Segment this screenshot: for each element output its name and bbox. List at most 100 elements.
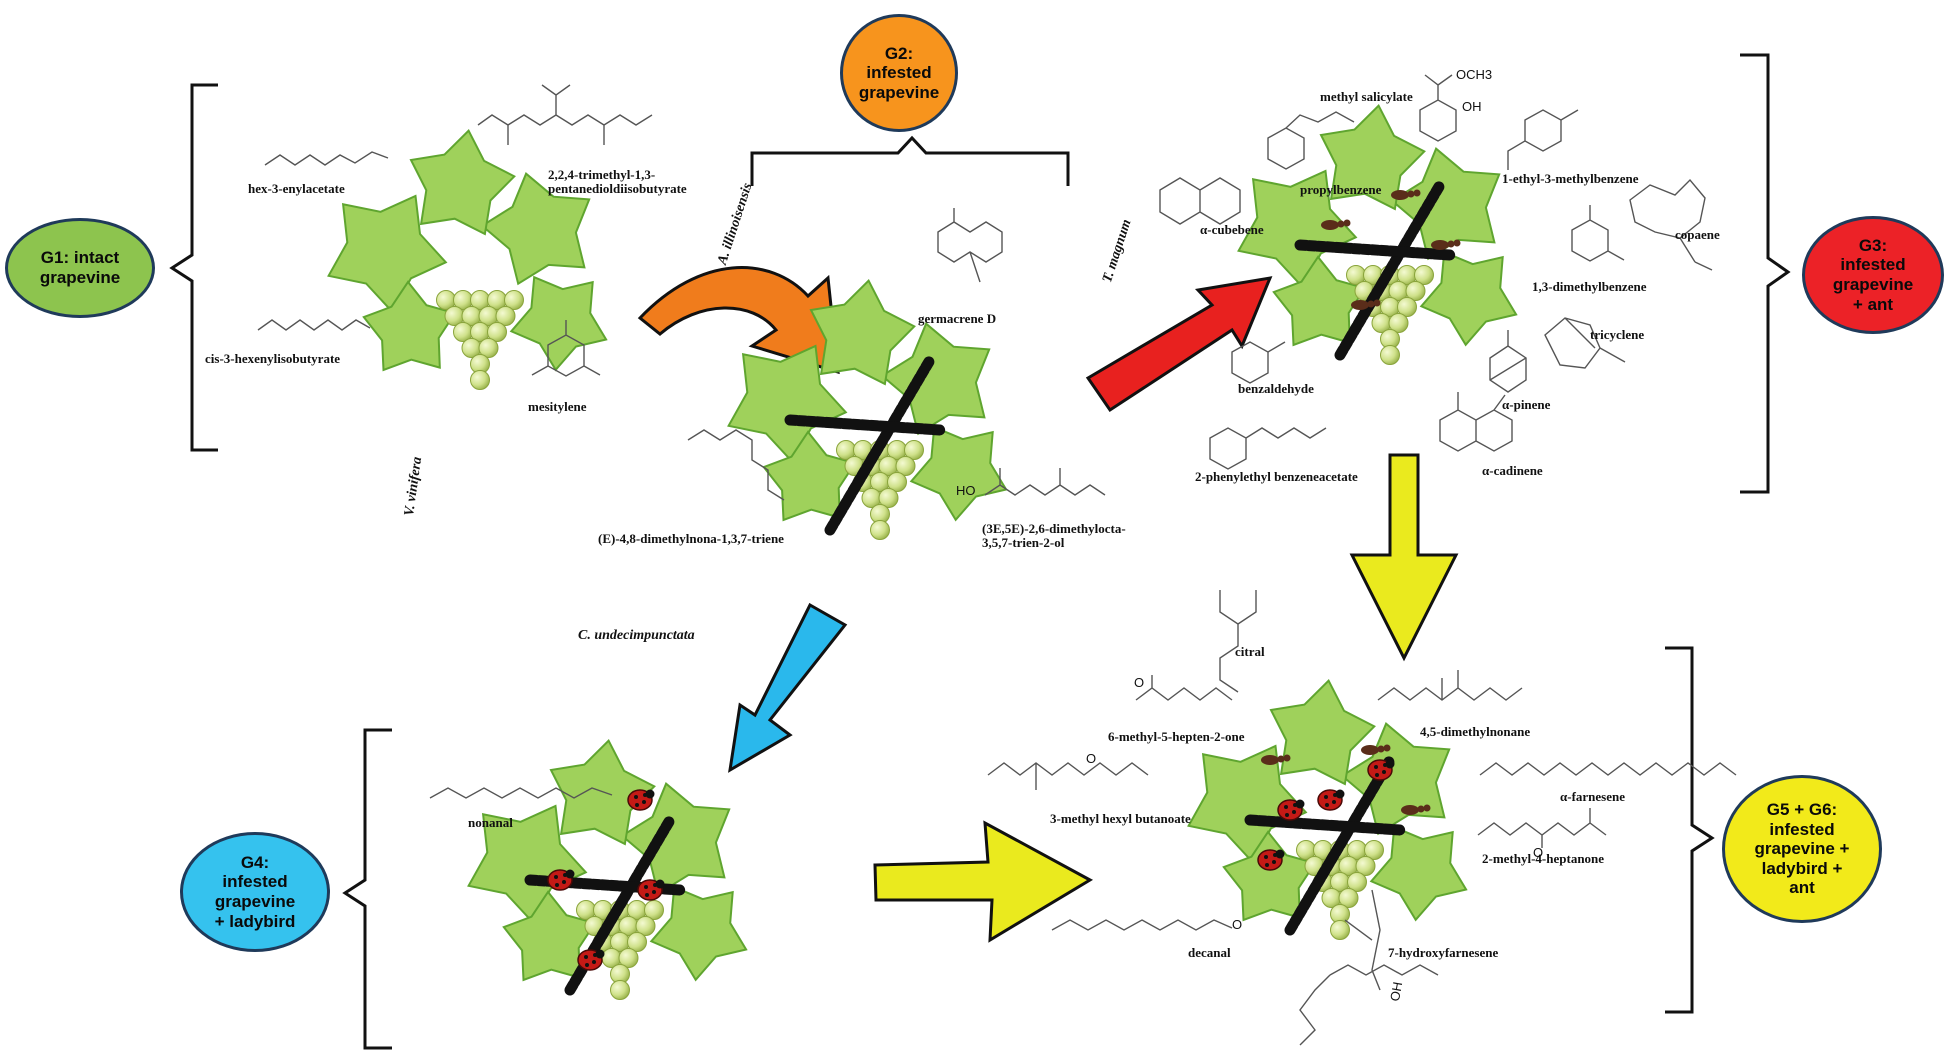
compound-germacrene-d: germacrene D [918,311,997,326]
vine-leaf [1319,104,1426,211]
compound-dimethylnonane: 4,5-dimethylnonane [1420,724,1531,739]
structure-decanal [1051,919,1233,931]
compound-alpha-farnesene: α-farnesene [1560,789,1626,804]
ladybird-spot [1284,805,1288,809]
grape-berry [487,322,507,342]
structure-nonanal [429,787,613,799]
ant-head [1383,744,1391,752]
structure-methyl-hexyl-butanoate [987,762,1149,790]
structure-phenylethyl-benzeneacetate [1209,427,1327,470]
grape-berry [644,900,664,920]
group-g3-oval: G3: infested grapevine + ant [1802,216,1944,334]
ant-abdomen [1351,300,1369,310]
ant-head [1413,189,1421,197]
grape-berry [635,916,656,936]
structure-trimethylpentanediol [477,84,653,145]
ladybird-icon [1367,759,1395,781]
structure-hex-3-enylacetate [264,151,389,166]
vine-infested-ladybird-ant [1187,679,1468,940]
ladybird-spot [635,803,639,807]
ladybird-spot [554,875,558,879]
structure-dmnt [687,429,785,501]
ladybird-spot [643,793,647,797]
compound-dmnt: (E)-4,8-dimethylnona-1,3,7-triene [598,532,784,546]
ladybird-spot [1332,800,1336,804]
vine-leaf [1369,825,1468,922]
group-g4-oval: G4: infested grapevine + ladybird [180,832,330,952]
grape-berry [895,456,916,476]
ladybird-spot [1374,765,1378,769]
bracket-g2 [750,135,1070,186]
compound-dmnt-text: (E)-4,8-dimethylnona-1,3,7-triene [598,531,784,546]
ant-thorax [1417,805,1425,813]
mealybug-colony [1334,179,1446,361]
grape-berry [887,472,907,492]
mealybug-colony [1284,754,1396,936]
ladybird-head [1385,759,1395,769]
ladybird-spot [593,953,597,957]
ant-icon [1401,804,1431,815]
ant-head [1453,239,1461,247]
compound-mesitylene: mesitylene [528,399,587,414]
grape-berry [1380,345,1400,365]
ant-head [1373,299,1381,307]
grape-berry [1405,281,1426,301]
vine-leaf [649,885,748,982]
grape-berry [504,290,524,310]
ant-thorax [1377,745,1385,753]
grape-berry [1355,856,1376,876]
compound-nonanal: nonanal [468,815,513,830]
grape-berry [870,520,890,540]
ladybird-head [645,789,655,799]
bracket-g4 [342,728,392,1050]
ant-thorax [1337,220,1345,228]
ant-head [1423,804,1431,812]
ladybird-spot [645,893,649,897]
compound-alpha-cadinene: α-cadinene [1482,463,1543,478]
ladybird-spot [1382,770,1386,774]
ladybird-spot [1324,795,1328,799]
ladybird-spot [642,800,646,804]
grape-berry [1364,840,1384,860]
ant-abdomen [1321,220,1339,230]
ladybird-head [1295,799,1305,809]
ladybird-icon [1317,789,1345,811]
grape-berry [495,306,516,326]
vine-intact [327,129,608,390]
group-g1-label: G1: intact grapevine [39,248,121,287]
ladybird-icon [637,879,665,901]
ladybird-icon [577,949,605,971]
mealybug-colony [1244,814,1406,836]
structure-alpha-pinene [1489,330,1527,393]
compound-alpha-cubebene: α-cubebene [1200,222,1264,237]
group-g2-oval: G2: infested grapevine [840,14,958,132]
structure-cis-3-hexenylisobutyrate [257,319,371,331]
compound-methyl-salicylate: methyl salicylate [1320,89,1413,104]
vine-leaf [509,275,608,372]
compound-ethylmethylbenzene: 1-ethyl-3-methylbenzene [1502,171,1639,186]
ant-icon [1261,754,1291,765]
ladybird-icon [1257,849,1285,871]
grape-berry [878,488,899,508]
ladybird-head [1275,849,1285,859]
atom-o-methylheptanone: O [1533,845,1544,860]
bracket-g56 [1665,646,1715,1014]
ladybird-spot [644,885,648,889]
compound-methyl-hexyl-butanoate: 3-methyl hexyl butanoate [1050,811,1191,826]
ladybird-spot [585,963,589,967]
ladybird-spot [1333,793,1337,797]
ant-icon [1391,189,1421,200]
ant-icon [1431,239,1461,250]
ant-head [1283,754,1291,762]
grape-berry [610,980,630,1000]
ant-icon [1361,744,1391,755]
grape-berry [1347,872,1367,892]
ladybird-spot [592,960,596,964]
ant-thorax [1277,755,1285,763]
bracket-g3 [1740,53,1791,494]
ant-head [1343,219,1351,227]
grape-berry [618,948,639,968]
arrow-yellow-right [873,820,1094,943]
ladybird-head [655,879,665,889]
